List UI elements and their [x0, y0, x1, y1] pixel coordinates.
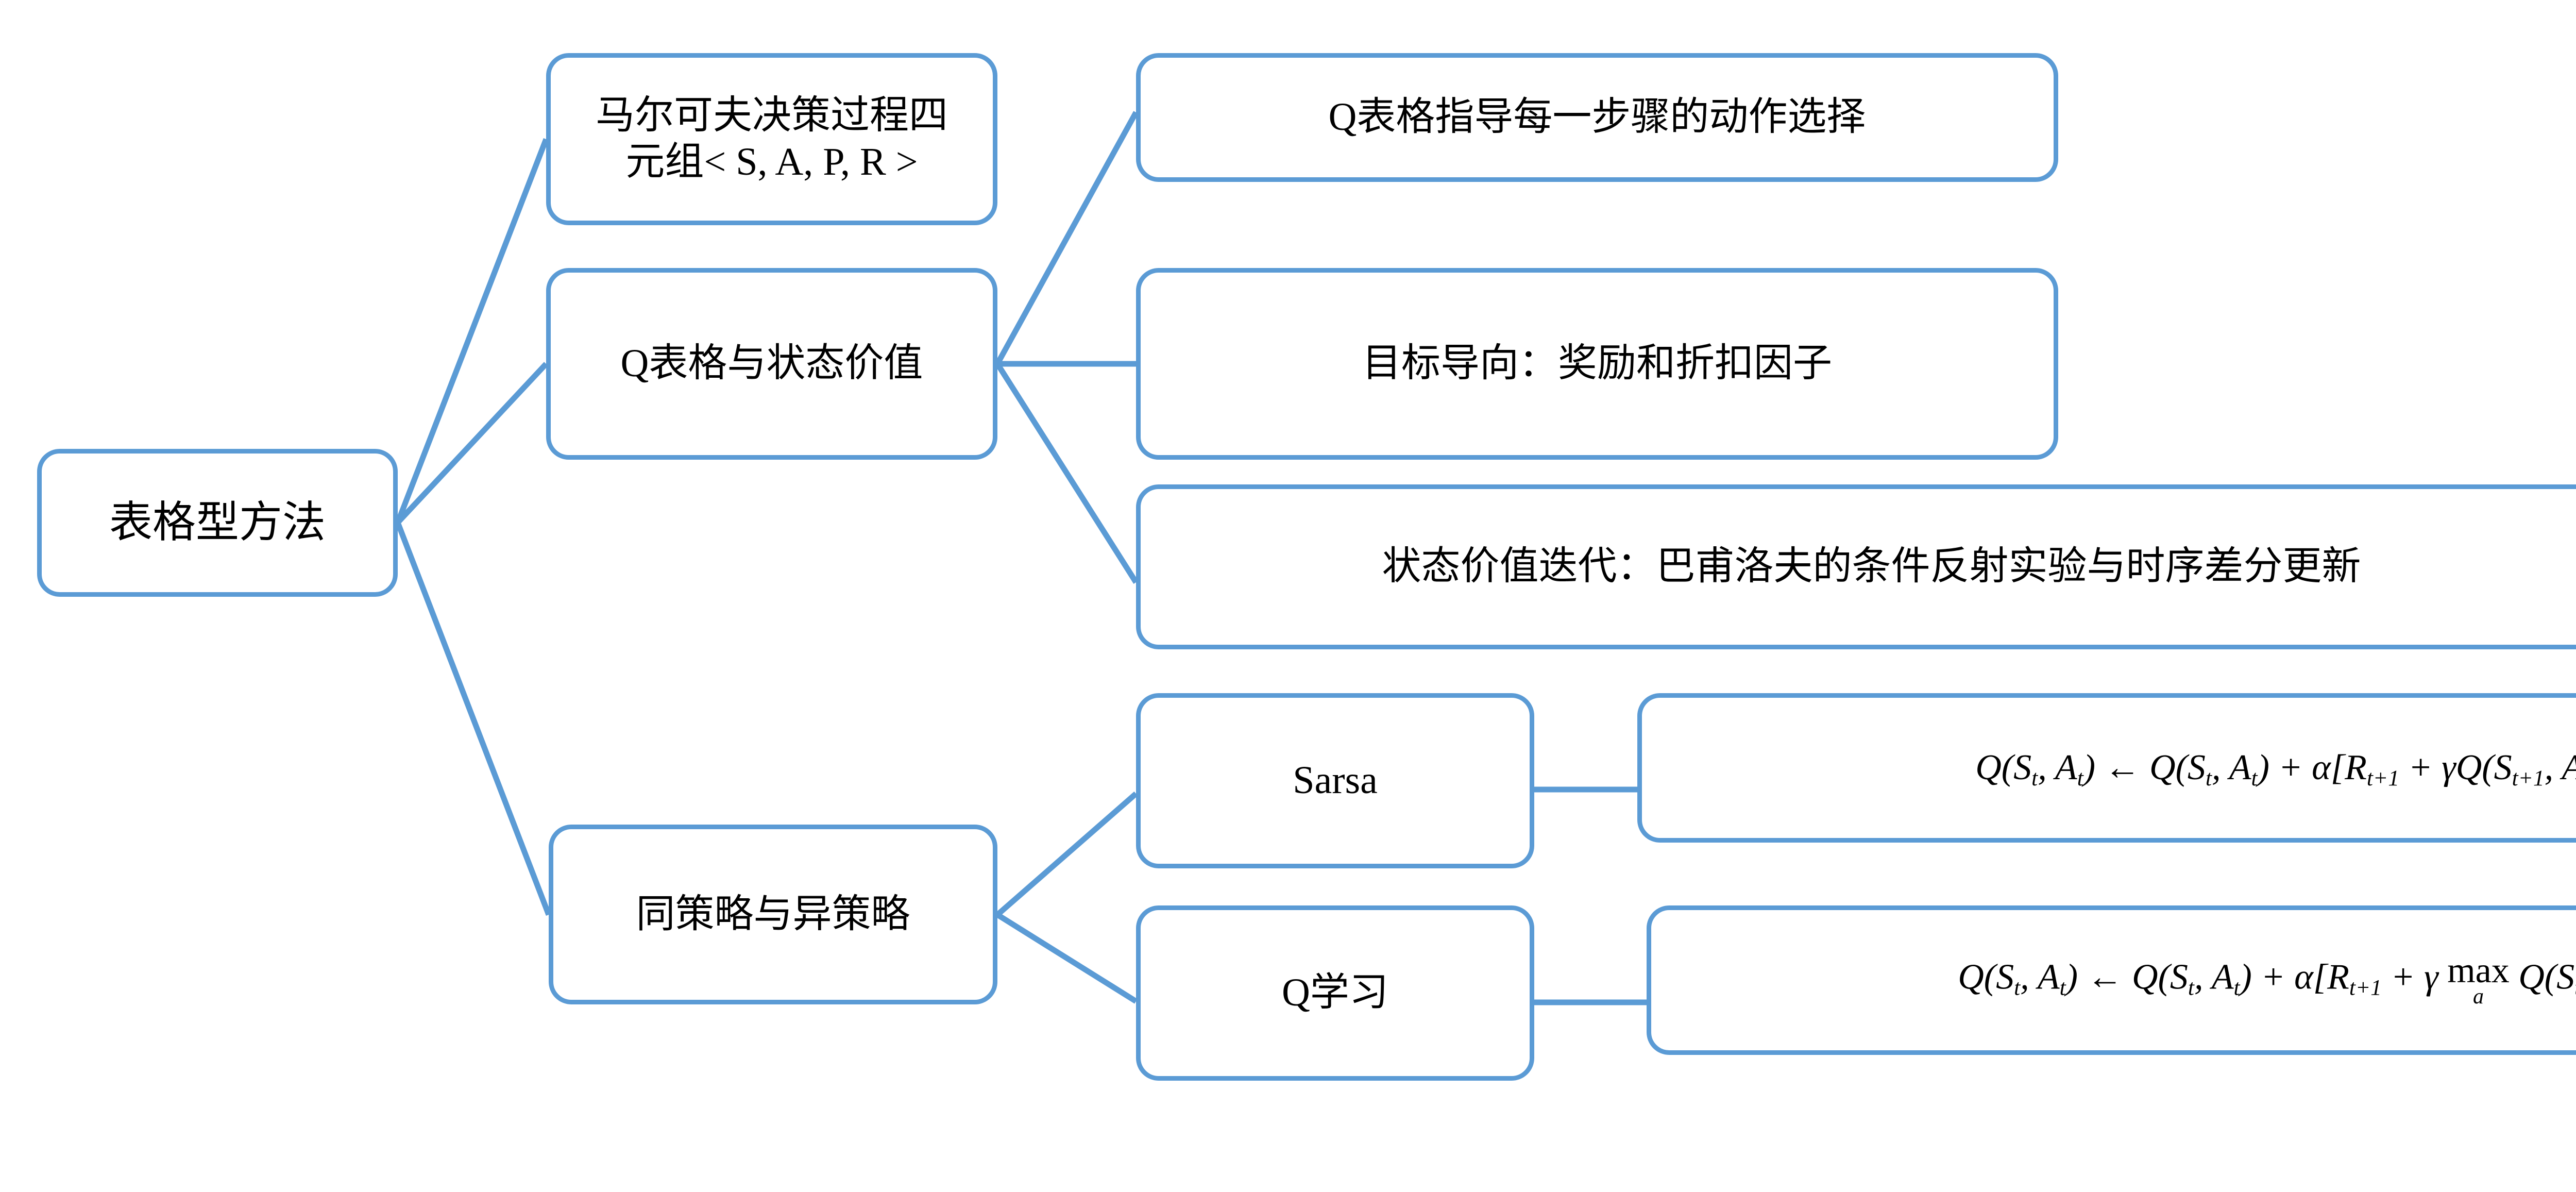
node-qtable-child-3-label: 状态价值迭代：巴甫洛夫的条件反射实验与时序差分更新 [1382, 545, 2361, 589]
sub: t [2014, 975, 2021, 1000]
sub: t [2031, 765, 2038, 791]
node-qtable-child-3[interactable]: 状态价值迭代：巴甫洛夫的条件反射实验与时序差分更新 [1136, 484, 2576, 649]
connector-policy-to-qlearning [996, 912, 1138, 1004]
max-operator-bottom: a [2472, 985, 2484, 1009]
sub: t+1 [2366, 765, 2399, 791]
node-policy-label: 同策略与异策略 [636, 892, 910, 936]
node-mdp[interactable]: 马尔可夫决策过程四 元组< S, A, P, R > [546, 53, 997, 225]
node-mdp-label: 马尔可夫决策过程四 元组< S, A, P, R > [582, 93, 961, 185]
sub: t+1 [2574, 975, 2576, 1000]
node-qtable-child-2-label: 目标导向：奖励和折扣因子 [1362, 342, 1832, 385]
connector-qtable-to-child-3 [995, 362, 1139, 584]
node-policy[interactable]: 同策略与异策略 [549, 825, 997, 1004]
sub: t+1 [2349, 975, 2382, 1000]
connector-root-to-qtable [395, 362, 549, 525]
sub: t [2077, 765, 2083, 791]
node-qtable-child-1[interactable]: Q表格指导每一步骤的动作选择 [1136, 53, 2058, 182]
connector-policy-to-sarsa [995, 791, 1138, 917]
sub: t [2233, 975, 2240, 1000]
sarsa-formula-text: Q(St, At) ← Q(St, At) + α[Rt+1 + γQ(St+1… [1975, 747, 2576, 791]
node-mdp-line2: 元组< S, A, P, R > [625, 140, 918, 183]
node-sarsa-label: Sarsa [1293, 759, 1378, 802]
connector-root-to-policy [395, 522, 552, 916]
node-root-label: 表格型方法 [109, 498, 326, 547]
sub: t [2059, 975, 2066, 1000]
sub: t+1 [2512, 765, 2545, 791]
node-qlearning-label: Q学习 [1282, 971, 1388, 1015]
node-sarsa[interactable]: Sarsa [1136, 693, 1534, 868]
node-sarsa-formula[interactable]: Q(St, At) ← Q(St, At) + α[Rt+1 + γQ(St+1… [1637, 693, 2576, 843]
node-qtable-child-1-label: Q表格指导每一步骤的动作选择 [1328, 95, 1866, 139]
node-qtable-label: Q表格与状态价值 [620, 342, 923, 385]
connector-root-to-mdp [395, 138, 549, 524]
node-qlearning[interactable]: Q学习 [1136, 905, 1534, 1081]
node-root[interactable]: 表格型方法 [37, 449, 398, 597]
max-operator-top: max [2447, 950, 2510, 990]
connector-qtable-to-child-1 [995, 111, 1139, 365]
node-qtable[interactable]: Q表格与状态价值 [546, 268, 997, 460]
node-qtable-child-2[interactable]: 目标导向：奖励和折扣因子 [1136, 268, 2058, 460]
sub: t [2188, 975, 2194, 1000]
node-mdp-line1: 马尔可夫决策过程四 [596, 94, 948, 138]
sub: t [2205, 765, 2212, 791]
sub: t [2251, 765, 2258, 791]
